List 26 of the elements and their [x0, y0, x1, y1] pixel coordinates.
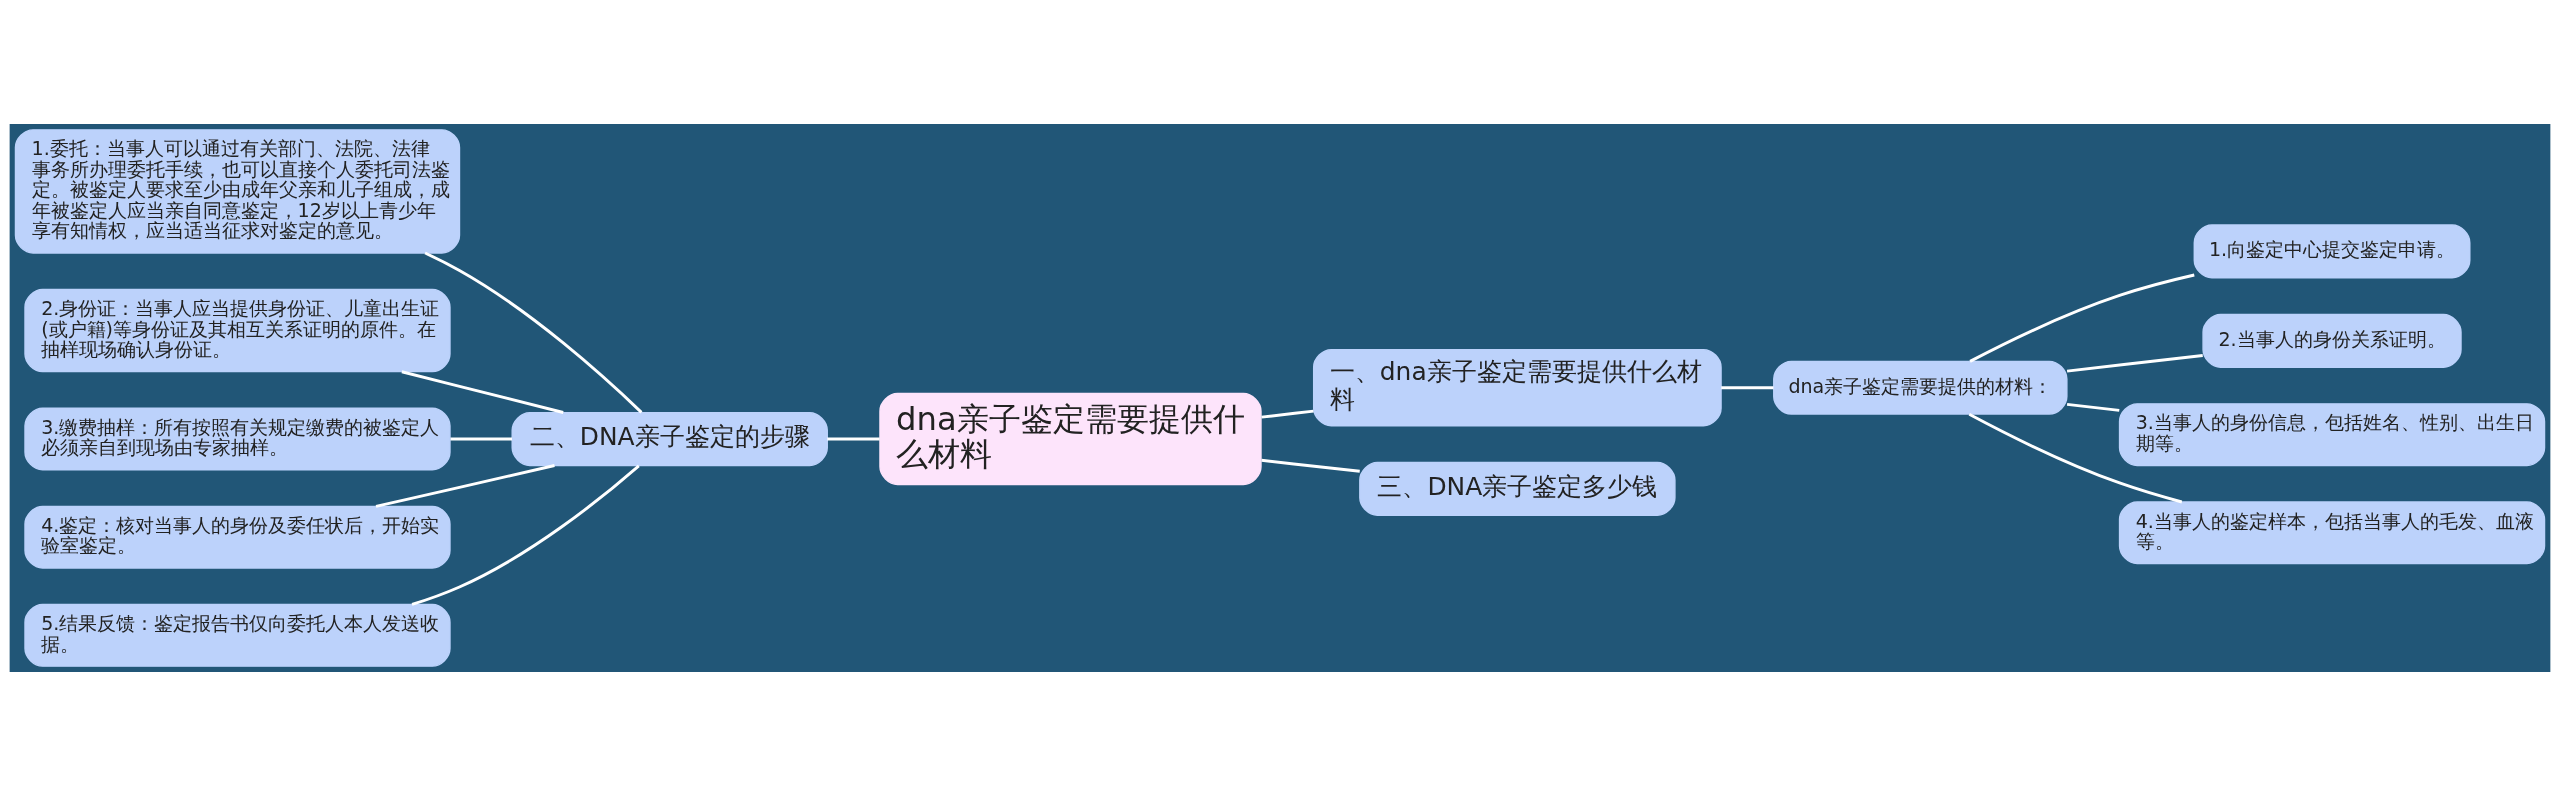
connector [1261, 409, 1314, 419]
connector [2066, 402, 2120, 412]
connector [1968, 412, 2183, 503]
connector [827, 437, 880, 440]
connector [1261, 458, 1360, 473]
node-box: 4.当事人的鉴定样本，包括当事人的毛发、血液等。 [2118, 500, 2546, 564]
node-box: 1.委托：当事人可以通过有关部门、法院、法律事务所办理委托手续，也可以直接个人委托司法鉴定。被鉴定人要求至少由成年父亲和儿子组成，成年被鉴定人应当亲自同意鉴定，12岁以上青少年享有知情权，应当适当征求对鉴定的意见。 [14, 128, 461, 254]
node-box: dna亲子鉴定需要提供什么材料 [879, 392, 1262, 485]
connector [1969, 273, 2195, 363]
node-box: 3.当事人的身份信息，包括姓名、性别、出生日期等。 [2118, 402, 2546, 466]
node-box: 三、DNA亲子鉴定多少钱 [1359, 461, 1676, 516]
node-box: 2.身份证：当事人应当提供身份证、儿童出生证(或户籍)等身份证及其相互关系证明的原件。在抽样现场确认身份证。 [24, 288, 451, 372]
connector [424, 251, 643, 413]
node-box: dna亲子鉴定需要提供的材料： [1773, 360, 2068, 415]
node-box: 1.向鉴定中心提交鉴定申请。 [2193, 223, 2471, 279]
node-box: 2.当事人的身份关系证明。 [2202, 313, 2462, 368]
connector [1721, 385, 1774, 389]
connector [450, 437, 512, 440]
node-box: 4.鉴定：核对当事人的身份及委任状后，开始实验室鉴定。 [24, 505, 451, 569]
connector [2066, 353, 2203, 373]
node-box: 二、DNA亲子鉴定的步骤 [511, 411, 828, 466]
node-box: 一、dna亲子鉴定需要提供什么材料 [1312, 348, 1722, 427]
node-box: 5.结果反馈：鉴定报告书仅向委托人本人发送收据。 [24, 603, 451, 667]
node-box: 3.缴费抽样：所有按照有关规定缴费的被鉴定人必须亲自到现场由专家抽样。 [24, 407, 451, 471]
connector [411, 464, 640, 606]
connector [401, 369, 564, 414]
